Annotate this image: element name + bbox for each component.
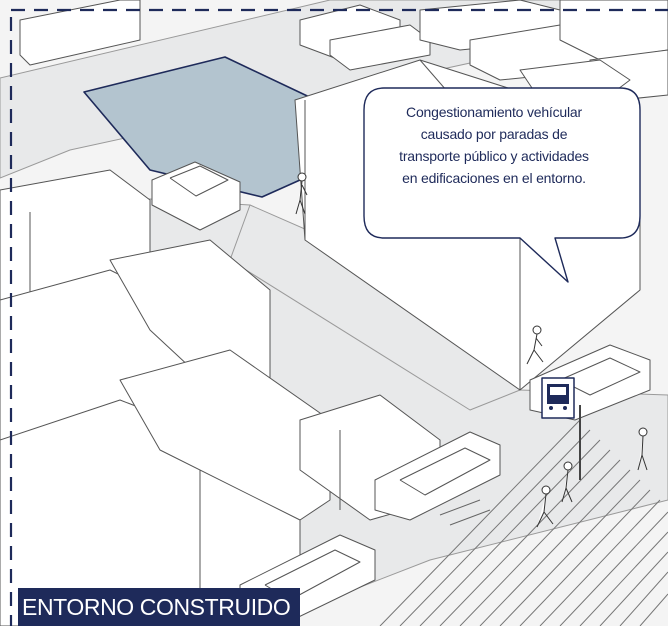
- dashed-frame: [9, 8, 668, 626]
- speech-line: en edificaciones en el entorno.: [402, 170, 586, 186]
- car-icon: [151, 161, 241, 231]
- bus-stop-sign-icon: [541, 377, 581, 480]
- pedestrian-icon: [561, 461, 573, 503]
- speech-bubble: [363, 87, 641, 283]
- speech-line: causado por paradas de: [420, 126, 568, 142]
- car-icon: [374, 431, 501, 521]
- pedestrian-icon: [526, 325, 544, 365]
- pedestrian-icon: [295, 172, 308, 215]
- speech-line: Congestionamiento vehícular: [406, 104, 582, 120]
- speech-line: transporte público y actividades: [399, 148, 589, 164]
- speech-bubble-text: Congestionamiento vehícular causado por …: [366, 101, 622, 189]
- pedestrian-icon: [536, 485, 554, 528]
- pedestrian-icon: [637, 427, 648, 471]
- crosswalk-hatch: [379, 419, 668, 626]
- section-title-badge: ENTORNO CONSTRUIDO: [18, 588, 301, 626]
